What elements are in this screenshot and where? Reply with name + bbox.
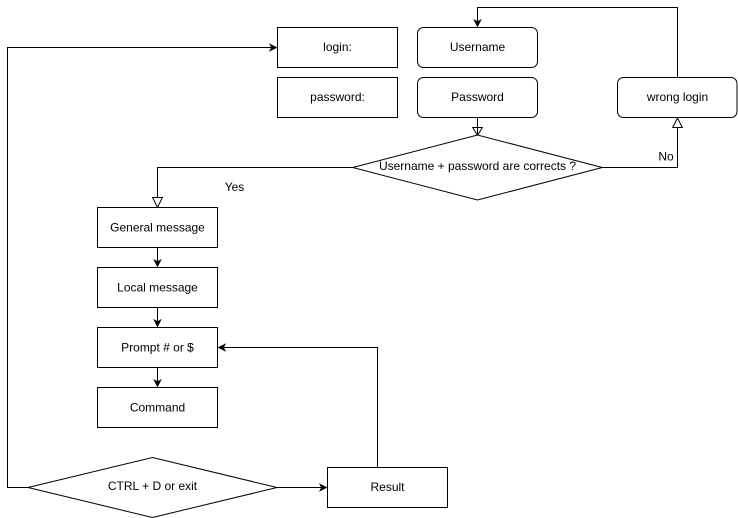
svg-text:Command: Command — [130, 401, 185, 415]
svg-text:Username + password are correc: Username + password are corrects ? — [379, 159, 576, 173]
svg-text:wrong login: wrong login — [646, 90, 708, 104]
svg-text:login:: login: — [323, 40, 352, 54]
svg-text:Prompt # or $: Prompt # or $ — [121, 341, 194, 355]
svg-text:Password: Password — [451, 90, 504, 104]
svg-text:CTRL + D or exit: CTRL + D or exit — [108, 479, 198, 493]
svg-text:Username: Username — [450, 40, 506, 54]
svg-text:Yes: Yes — [225, 180, 245, 194]
svg-text:Local message: Local message — [117, 281, 198, 295]
svg-text:Result: Result — [370, 480, 405, 494]
svg-text:General message: General message — [110, 221, 205, 235]
svg-text:password:: password: — [310, 90, 365, 104]
svg-text:No: No — [658, 150, 674, 164]
